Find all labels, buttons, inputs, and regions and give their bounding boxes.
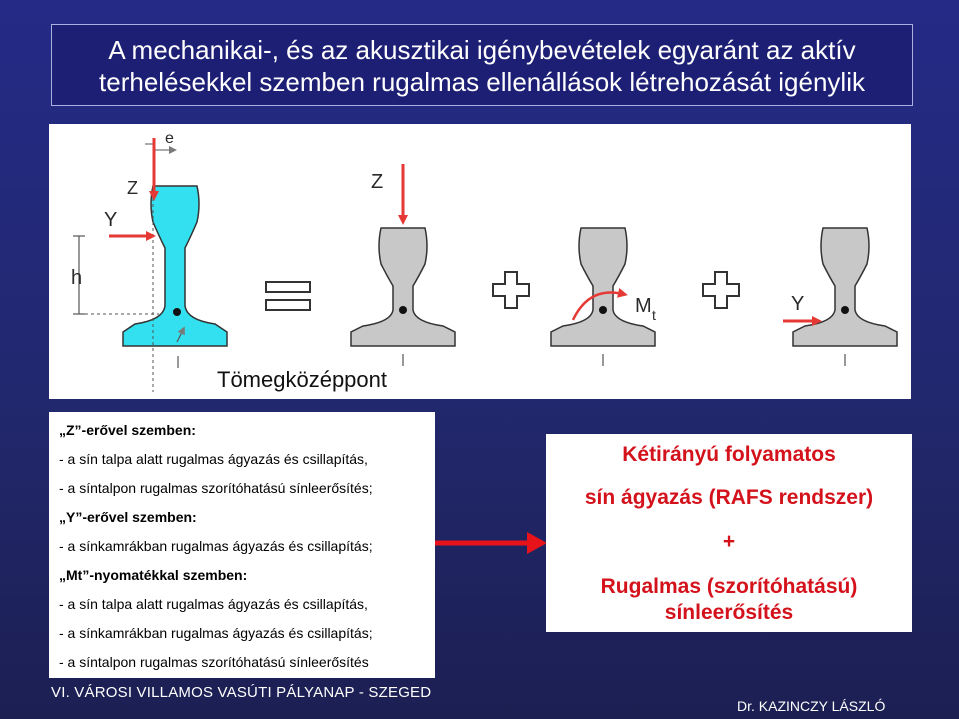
summary-line-4: sínleerősítés xyxy=(664,601,794,624)
label-z-mid: Z xyxy=(371,171,383,193)
equals-sign xyxy=(265,281,311,311)
center-of-mass-caption: Tömegközéppont xyxy=(217,367,387,392)
load-details-box: „Z”-erővel szemben: - a sín talpa alatt … xyxy=(49,412,435,678)
label-h: h xyxy=(71,267,82,289)
detail-row: - a síntalpon rugalmas szorítóhatású sín… xyxy=(59,480,373,496)
plus-sign-1 xyxy=(492,271,530,309)
label-z-left: Z xyxy=(127,178,138,198)
arrow-right-icon xyxy=(435,532,547,554)
detail-row: „Mt”-nyomatékkal szemben: xyxy=(59,567,248,583)
summary-plus: + xyxy=(722,530,736,553)
detail-row: - a sín talpa alatt rugalmas ágyazás és … xyxy=(59,451,368,467)
detail-row: - a sínkamrákban rugalmas ágyazás és csi… xyxy=(59,625,373,641)
rail-vertical-load xyxy=(350,227,456,366)
label-e: e xyxy=(165,130,174,147)
center-of-mass-dot xyxy=(399,306,407,314)
rail-torsion-moment xyxy=(550,227,656,366)
detail-row: - a síntalpon rugalmas szorítóhatású sín… xyxy=(59,654,369,670)
title-line-1: A mechanikai-, és az akusztikai igénybev… xyxy=(108,35,856,65)
summary-line-2: sín ágyazás (RAFS rendszer) xyxy=(584,486,874,509)
center-of-mass-dot xyxy=(599,306,607,314)
summary-line-3: Rugalmas (szorítóhatású) xyxy=(600,575,858,598)
rail-highlighted xyxy=(122,185,228,368)
title-box: A mechanikai-, és az akusztikai igénybev… xyxy=(51,24,913,106)
summary-box: Kétirányú folyamatos sín ágyazás (RAFS r… xyxy=(546,434,912,632)
label-y-left: Y xyxy=(104,209,117,231)
detail-row: - a sín talpa alatt rugalmas ágyazás és … xyxy=(59,596,368,612)
center-of-mass-dot xyxy=(173,308,181,316)
label-mt: M xyxy=(635,295,652,317)
label-y-right: Y xyxy=(791,293,804,315)
rail-load-figure: e Z Y h Z xyxy=(49,124,911,399)
detail-row: „Z”-erővel szemben: xyxy=(59,422,196,438)
title-line-2: terhelésekkel szemben rugalmas ellenállá… xyxy=(99,67,865,97)
summary-line-1: Kétirányú folyamatos xyxy=(622,443,836,466)
center-of-mass-dot xyxy=(841,306,849,314)
label-mt-sub: t xyxy=(652,307,656,323)
dimension-annotations: e Z Y h xyxy=(71,130,185,392)
footer-event-name: VI. VÁROSI VILLAMOS VASÚTI PÁLYANAP - SZ… xyxy=(51,684,432,701)
rail-lateral-load xyxy=(792,227,898,366)
rail-diagram: e Z Y h Z xyxy=(71,130,898,392)
footer-author: Dr. KAZINCZY LÁSZLÓ xyxy=(737,698,886,714)
detail-row: - a sínkamrákban rugalmas ágyazás és csi… xyxy=(59,538,373,554)
detail-row: „Y”-erővel szemben: xyxy=(59,509,197,525)
plus-sign-2 xyxy=(702,271,740,309)
